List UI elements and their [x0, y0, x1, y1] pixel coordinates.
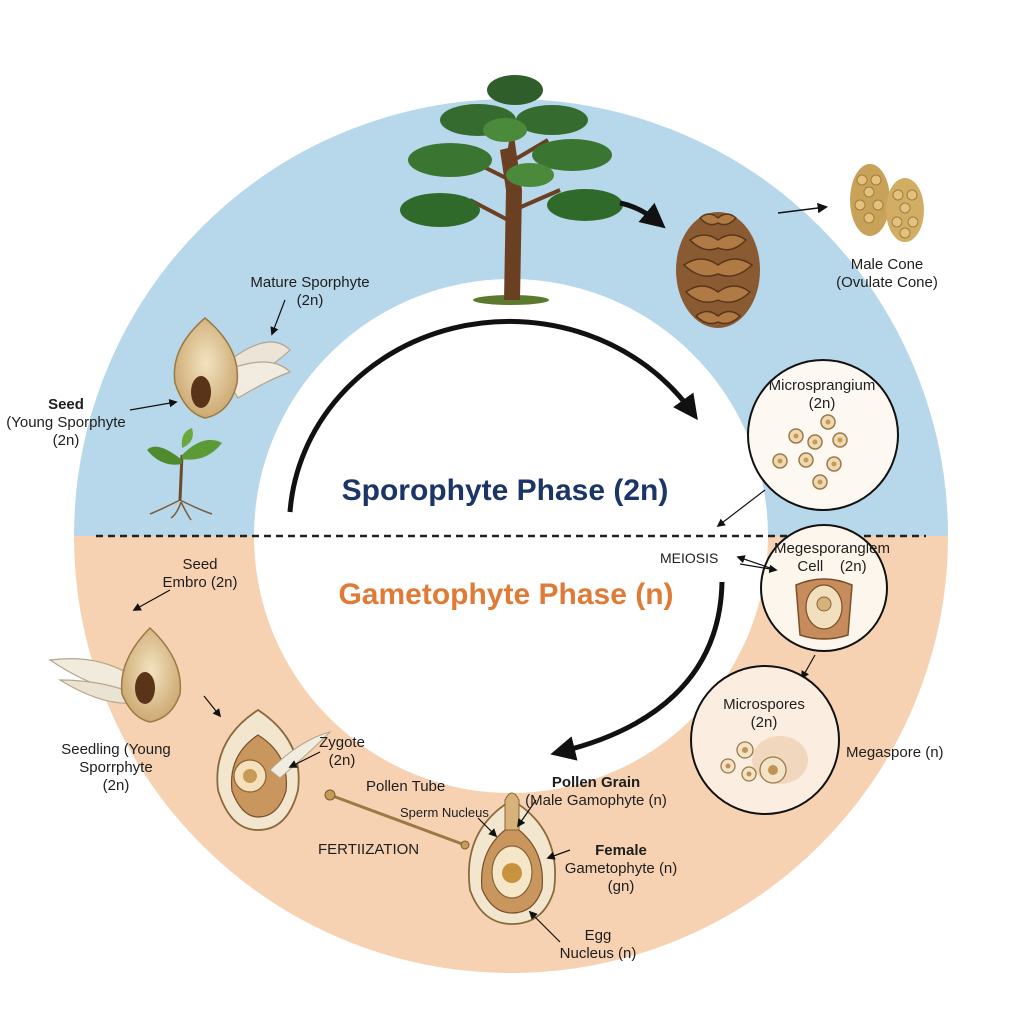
- label-pollen-tube: Pollen Tube: [366, 778, 446, 795]
- arrow-egg-nucleus: [528, 910, 561, 943]
- arrow-female-gametophyte: [546, 849, 571, 860]
- microspores-line2: (2n): [750, 714, 778, 731]
- label-pollen-grain: Pollen Grain (Male Gamophyte (n): [525, 774, 667, 810]
- arrow-zygote: [288, 751, 321, 768]
- arrow-microsporangium-to-meiosis: [716, 489, 766, 528]
- seed-young-line2: (Young Sporphyte: [6, 414, 126, 431]
- arrow-pollen-grain: [517, 799, 537, 828]
- seed-young-line3: (2n): [52, 432, 80, 449]
- zygote-line1: Zygote: [319, 734, 365, 751]
- arrow-embryo-to-zygote: [203, 695, 222, 718]
- egg-nucleus-line1: Egg: [584, 927, 612, 944]
- female-gametophyte-line2: Gametophyte (n): [564, 860, 678, 877]
- seed-embryo-icon: [48, 626, 182, 723]
- label-seed-embryo: Seed Embro (2n): [162, 556, 237, 592]
- label-seed-young: Seed (Young Sporphyte (2n): [6, 396, 126, 450]
- microspores-line1: Microspores: [723, 696, 805, 713]
- female-gametophyte-line3: (gn): [607, 878, 635, 895]
- label-megaspore: Megaspore (n): [846, 744, 944, 761]
- label-microsporangium: Microsprangium (2n): [769, 377, 876, 413]
- cycle-arrow-bottom: [550, 581, 725, 761]
- arrow-tree-to-cone: [619, 200, 666, 229]
- mature-sporophyte-line2: (2n): [296, 292, 324, 309]
- mature-sporophyte-line1: Mature Sporphyte: [250, 274, 370, 291]
- sperm-nucleus-dot: [324, 789, 336, 801]
- microsporangium-line1: Microsprangium: [768, 377, 876, 394]
- arrow-seed-embryo: [132, 589, 171, 611]
- megasporangium-line2: Cell (2n): [774, 558, 890, 576]
- pollen-grain-line2: (Male Gamophyte (n): [525, 792, 667, 809]
- arrow-sperm-nucleus: [477, 817, 498, 838]
- gametophyte-phase-text: Gametophyte Phase (n): [338, 578, 674, 611]
- microsporangium-line2: (2n): [808, 395, 836, 412]
- megasporangium-circle: [760, 524, 888, 652]
- seedling-line2: Sporrphyte: [79, 759, 153, 776]
- gametophyte-phase-title: Gametophyte Phase (n): [338, 578, 673, 612]
- cycle-arrow-top: [287, 318, 698, 513]
- male-cone-icon: [850, 164, 924, 242]
- arrow-megasporangium-to-microspores: [801, 654, 816, 680]
- pollen-tube-line: [329, 793, 466, 847]
- seed-young-line1: Seed: [48, 396, 84, 413]
- megasporangium-ploidy: (2n): [839, 558, 867, 575]
- megasporangium-line1: Megesporanglem: [774, 540, 890, 557]
- zygote-line2: (2n): [328, 752, 356, 769]
- label-fertilization: FERTIIZATION: [318, 841, 420, 858]
- pine-cone-icon: [676, 212, 760, 328]
- zygote-ovule-icon: [216, 708, 332, 831]
- seed-embryo-line2: Embro (2n): [162, 574, 238, 591]
- arrow-mature-sporophyte: [270, 299, 286, 336]
- label-sperm-nucleus: Sperm Nucleus: [400, 805, 489, 820]
- egg-nucleus-line2: Nucleus (n): [559, 945, 637, 962]
- seedling-line3: (2n): [102, 777, 130, 794]
- label-meiosis: MEIOSIS: [660, 550, 719, 566]
- microspores-circle: [690, 665, 840, 815]
- label-seedling: Seedling (Young Sporrphyte (2n): [61, 741, 171, 795]
- pine-tree-icon: [400, 75, 623, 305]
- seed-embryo-line1: Seed: [182, 556, 218, 573]
- male-cone-line1: Male Cone: [850, 256, 924, 273]
- label-female-gametophyte: Female Gametophyte (n) (gn): [565, 842, 678, 896]
- microsporangium-circle: [747, 359, 899, 511]
- sporophyte-phase-title: Sporophyte Phase (2n): [342, 474, 669, 508]
- seedling-line1: Seedling (Young: [61, 741, 171, 758]
- pollen-grain-line1: Pollen Grain: [551, 774, 641, 791]
- arrow-seed-young: [129, 399, 178, 411]
- male-cone-line2: (Ovulate Cone): [836, 274, 938, 291]
- label-megasporangium: Megesporanglem Cell (2n): [774, 540, 890, 576]
- label-zygote: Zygote (2n): [319, 734, 365, 770]
- sperm-nucleus-dot-end: [460, 840, 470, 850]
- female-gametophyte-line1: Female: [595, 842, 647, 859]
- arrow-meiosis-to-cell-b: [739, 563, 778, 574]
- label-mature-sporophyte: Mature Sporphyte (2n): [250, 274, 369, 310]
- winged-seed-icon: [173, 317, 292, 419]
- label-male-cone: Male Cone (Ovulate Cone): [836, 256, 938, 292]
- sporophyte-phase-text: Sporophyte Phase (2n): [341, 474, 669, 507]
- sprout-icon: [147, 428, 222, 521]
- label-microspores: Microspores (2n): [723, 696, 805, 732]
- arrow-to-male-cone: [777, 202, 829, 214]
- label-egg-nucleus: Egg Nucleus (n): [560, 927, 637, 963]
- megasporangium-cell: Cell: [797, 558, 824, 575]
